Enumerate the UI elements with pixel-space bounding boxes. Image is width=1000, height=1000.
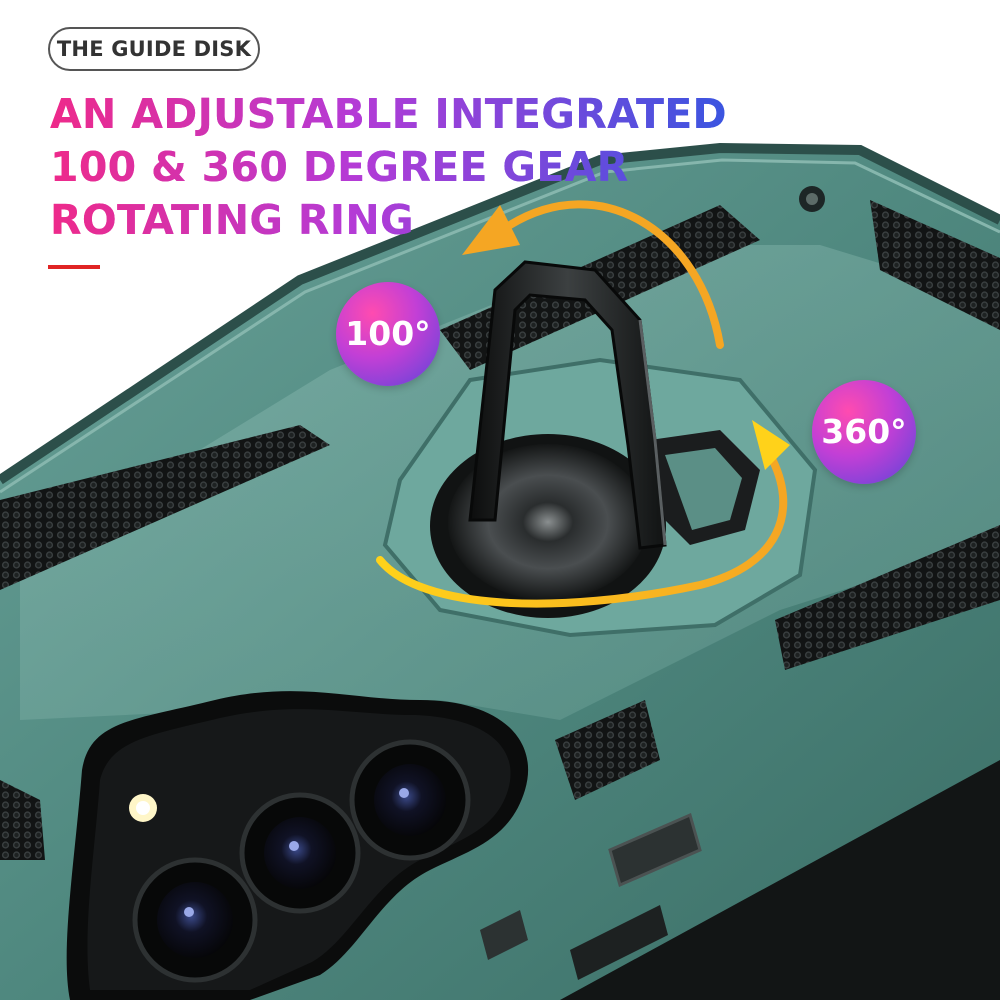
camera-lens-middle (239, 792, 361, 914)
rotate-arrow (376, 451, 788, 608)
headline: AN ADJUSTABLE INTEGRATED 100 & 360 DEGRE… (50, 88, 727, 247)
headline-line-1: AN ADJUSTABLE INTEGRATED (50, 88, 727, 141)
headline-line-3: ROTATING RING (50, 194, 727, 247)
guide-disk-badge: THE GUIDE DISK (48, 27, 260, 71)
kickstand-ring (468, 260, 667, 550)
headline-line-2: 100 & 360 DEGREE GEAR (50, 141, 727, 194)
rotate-angle-bubble: 360° (812, 380, 916, 484)
camera-lens-bottom (132, 857, 258, 983)
grip-top-corner (870, 200, 1000, 330)
grip-lower (555, 700, 660, 800)
tilt-angle-bubble: 100° (336, 282, 440, 386)
grip-bottom-left (0, 780, 45, 860)
case-rim (0, 142, 1000, 485)
grip-right (775, 525, 1000, 670)
accent-divider (48, 265, 100, 269)
camera-lens-top (349, 739, 471, 861)
case-side-edge (560, 760, 1000, 1000)
grip-left (0, 425, 330, 590)
tilt-arrow (506, 200, 724, 349)
